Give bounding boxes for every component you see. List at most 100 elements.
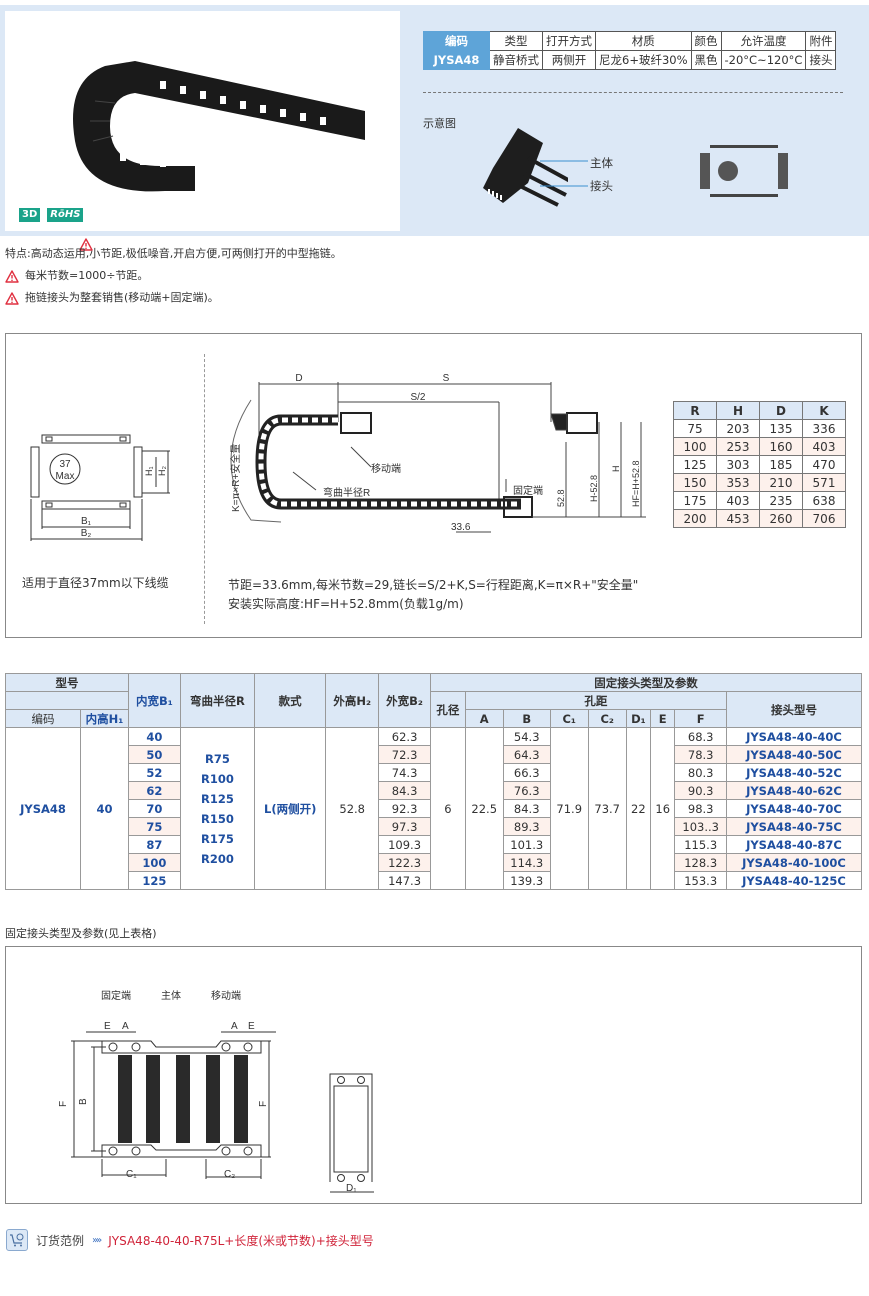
hdr-c2: C₂ [587,709,627,728]
cell: 353 [716,473,760,492]
hdr-model-spacer [5,691,129,710]
order-label: 订货范例 [36,1233,85,1248]
connector-model-cell: JYSA48-40-50C [725,745,863,764]
b2-cell: 62.3 [378,727,432,746]
callout-connector: 接头 [590,179,613,193]
f-label-left: F [58,1101,69,1107]
product-photo: 3D RōHS [5,11,400,251]
b1-cell: 52 [128,763,181,782]
dotted-separator [204,354,205,624]
spec-open: 两侧开 [542,50,596,70]
fixed-end-label: 固定端 [101,989,131,1002]
col-r: R [673,401,717,420]
cell: 185 [759,455,803,474]
radius-item: R200 [201,851,234,866]
b-cell: 114.3 [502,853,551,872]
b2-cell: 74.3 [378,763,432,782]
spec-type: 静音桥式 [489,50,543,70]
cable-note: 适用于直径37mm以下线缆 [22,576,169,590]
callout-body: 主体 [590,156,613,170]
spec-header-temp: 允许温度 [720,31,807,51]
d1-cell: 22 [625,727,652,890]
a-label-left: A [122,1021,129,1032]
cart-icon [6,1229,28,1251]
connector-diagram: 固定端 主体 移动端 E A A E F B F C₁ C₂ [5,946,862,1204]
b-cell: 66.3 [502,763,551,782]
f-cell: 98.3 [674,799,727,818]
a-cell: 22.5 [464,727,504,890]
s-half-label: S/2 [410,392,425,403]
side-view-drawing: D S S/2 K=π×R+安全量 移动端 弯曲半径R 固定端 52.8 H-5… [229,373,646,533]
hdr-code: 编码 [5,709,81,728]
d-label: D [295,373,302,384]
hdr-inner-width: 内宽B₁ [128,673,181,728]
cell: 200 [673,509,717,528]
b2-cell: 97.3 [378,817,432,836]
connector-model-cell: JYSA48-40-52C [725,763,863,782]
b-cell: 89.3 [502,817,551,836]
e-label-left: E [104,1021,111,1032]
warning-text: 拖链接头为整套销售(移动端+固定端)。 [25,291,219,304]
connector-end-view [329,1073,373,1182]
b-label: B [78,1098,89,1105]
order-example: 订货范例 »» JYSA48-40-40-R75L+长度(米或节数)+接头型号 [6,1229,374,1251]
cell: 150 [673,473,717,492]
d1-dimension: D₁ [330,1183,374,1194]
radius-item: R100 [201,771,234,786]
dimension-diagram: 37 Max H₁ H₂ B₁ B₂ 适用于直径37mm以下线缆 D S S [5,333,862,638]
callout-lines [540,160,588,187]
e-cell: 16 [650,727,676,890]
b-cell: 101.3 [502,835,551,854]
spec-color: 黑色 [690,50,722,70]
spec-temp: -20°C~120°C [720,50,807,70]
spec-header-code: 编码 [423,31,490,51]
spec-accessory: 接头 [805,50,837,70]
code-cell: JYSA48 [5,727,81,890]
b2-label: B₂ [81,528,92,539]
radius-item: R150 [201,811,234,826]
spec-header-accessory: 附件 [805,31,837,51]
f-cell: 90.3 [674,781,727,800]
inner-height-cell: 40 [80,727,129,890]
col-k: K [802,401,846,420]
h1-label: H₁ [144,466,154,476]
col-h: H [716,401,760,420]
connector-model-cell: JYSA48-40-125C [725,871,863,890]
b2-cell: 84.3 [378,781,432,800]
b2-cell: 72.3 [378,745,432,764]
warning-icon [5,291,19,305]
a-label-right: A [231,1021,238,1032]
col-d: D [759,401,803,420]
cell: 100 [673,437,717,456]
connector-model-cell: JYSA48-40-87C [725,835,863,854]
b1-cell: 62 [128,781,181,800]
cell: 403 [716,491,760,510]
cell: 75 [673,419,717,438]
b2-cell: 122.3 [378,853,432,872]
hdr-hole-dia: 孔径 [430,691,466,728]
cell: 235 [759,491,803,510]
hdr-bend-radius: 弯曲半径R [179,673,256,728]
body-label: 主体 [161,990,181,1002]
b2-cell: 92.3 [378,799,432,818]
cell: 470 [802,455,846,474]
hdr-connector-model: 接头型号 [725,691,863,728]
cell: 260 [759,509,803,528]
c2-label: C₂ [224,1169,235,1180]
spec-header-material: 材质 [595,31,692,51]
b-cell: 139.3 [502,871,551,890]
hdr-outer-height: 外高H₂ [325,673,380,728]
cert-badges: 3D RōHS [19,208,93,251]
radius-item: R125 [201,791,234,806]
c2-cell: 73.7 [587,727,627,890]
cell: 125 [673,455,717,474]
b2-cell: 147.3 [378,871,432,890]
cell: 571 [802,473,846,492]
moving-end-label: 移动端 [211,989,241,1002]
